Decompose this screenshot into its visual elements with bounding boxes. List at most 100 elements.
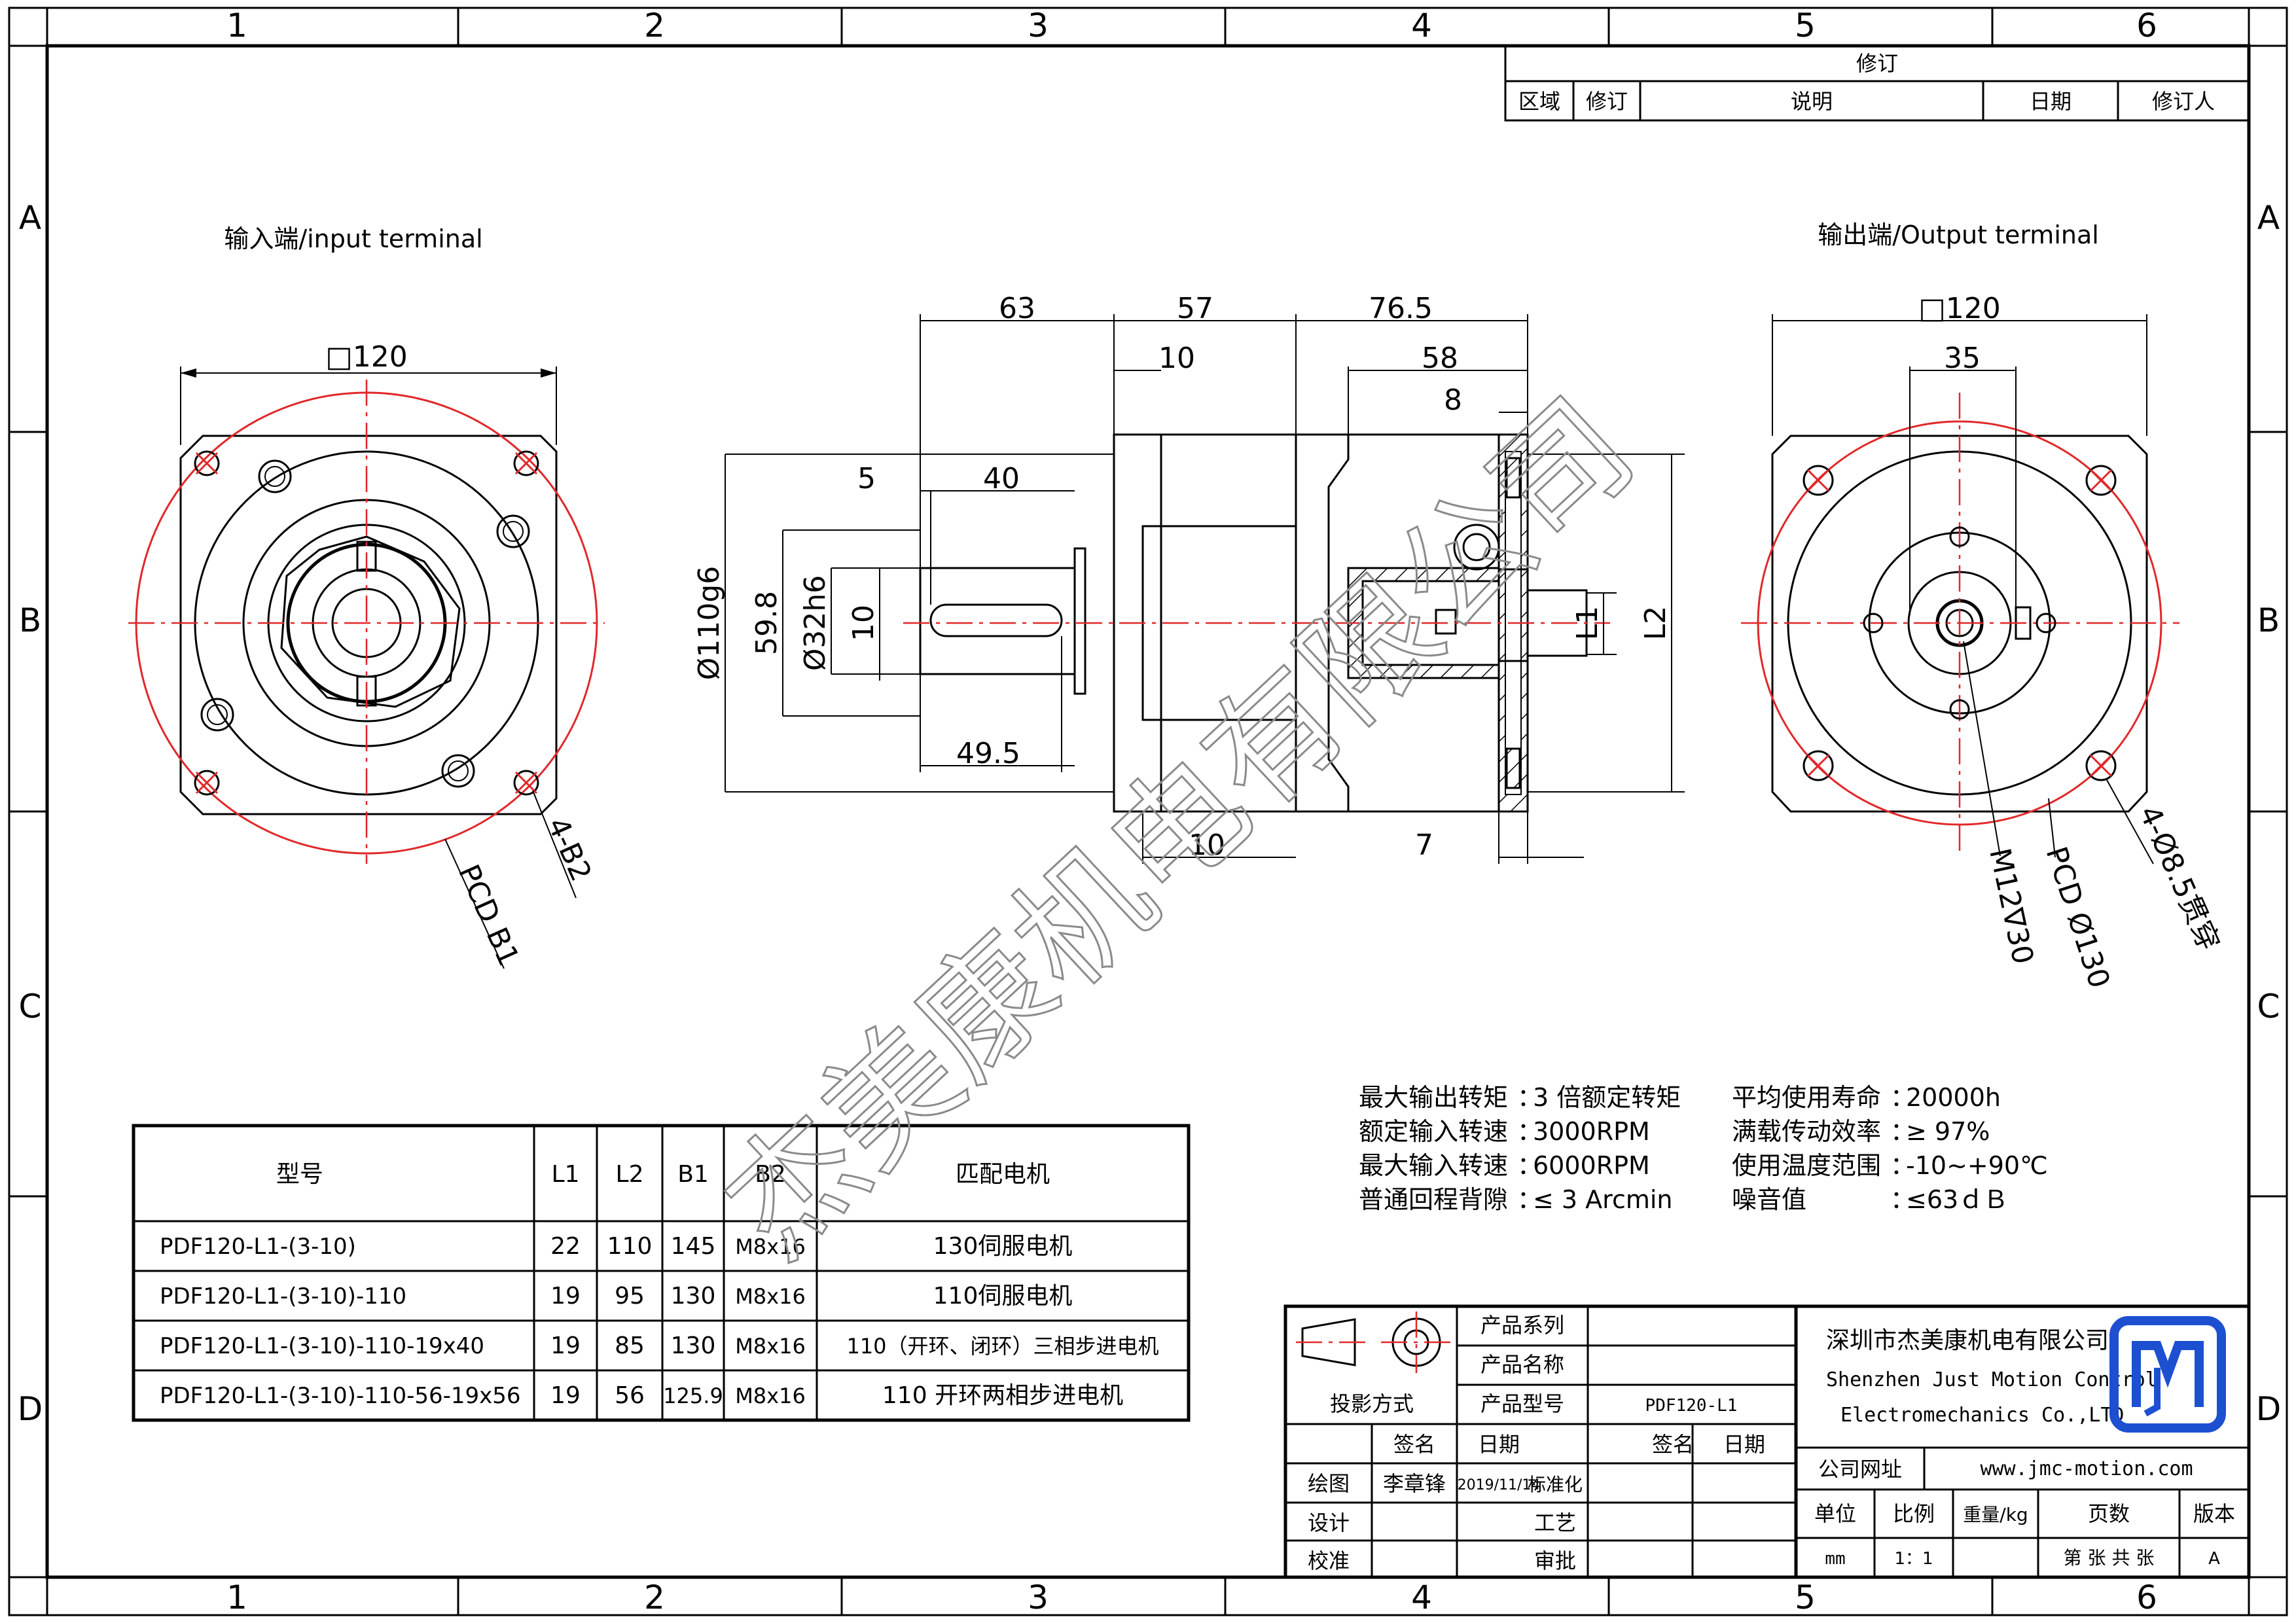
spec-label-1: 额定输入转速 (1359, 1117, 1508, 1146)
dim-76-5: 76.5 (1369, 292, 1433, 325)
spec-label-4: 平均使用寿命 (1732, 1083, 1881, 1112)
zone-col-4-bottom: 4 (1411, 1578, 1432, 1616)
input-square-dim: □120 (325, 340, 408, 374)
model-header-b2: B2 (755, 1161, 786, 1188)
model-row-1-model: PDF120-L1-(3-10)-110 (160, 1283, 406, 1310)
dim-40: 40 (983, 462, 1020, 495)
model-row-3-b2: M8x16 (735, 1383, 806, 1408)
side-section-view: 63 57 76.5 10 58 8 5 40 49.5 10 7 Ø110g6 (692, 292, 1685, 864)
tb-draw: 绘图 (1308, 1471, 1350, 1496)
tb-name-label: 产品名称 (1480, 1352, 1564, 1377)
spec-list: 最大输出转矩 ： 3 倍额定转矩 额定输入转速 ： 3000RPM 最大输入转速… (1359, 1083, 2048, 1214)
model-header-l2: L2 (616, 1161, 644, 1188)
zone-row-a: A (19, 199, 41, 237)
model-row-0-l1: 22 (550, 1233, 581, 1260)
tb-version: 版本 (2193, 1501, 2235, 1526)
spec-value-6: -10~+90℃ (1906, 1151, 2048, 1180)
model-row-2-l1: 19 (550, 1332, 581, 1359)
spec-colon-3: ： (1517, 1185, 1542, 1214)
zone-row-c-right: C (2257, 988, 2280, 1026)
spec-label-3: 普通回程背隙 (1359, 1185, 1508, 1214)
watermark: 杰美康机电有限公司 (696, 371, 1662, 1286)
dim-dia110: Ø110g6 (692, 566, 726, 681)
output-pcd-label: PCD Ø130 (2039, 843, 2117, 993)
spec-colon-6: ： (1890, 1151, 1915, 1180)
output-square-dim: □120 (1918, 292, 2001, 325)
spec-label-0: 最大输出转矩 (1359, 1083, 1508, 1112)
tb-model-label: 产品型号 (1480, 1391, 1564, 1416)
input-pcd-label: PCD B1 (452, 860, 526, 971)
model-row-1-b1: 130 (671, 1283, 716, 1310)
output-thread-label: M12∇30 (1982, 846, 2039, 967)
tb-check: 校准 (1308, 1548, 1350, 1573)
zone-col-6: 6 (2136, 7, 2157, 45)
zone-col-5: 5 (1795, 7, 1816, 45)
zone-col-3: 3 (1028, 7, 1049, 45)
model-table: 型号 L1 L2 B1 B2 匹配电机 PDF120-L1-(3-10) 22 … (132, 1124, 1191, 1422)
tb-date: 日期 (1478, 1432, 1520, 1457)
zone-col-1-bottom: 1 (226, 1578, 247, 1616)
spec-value-2: 6000RPM (1533, 1151, 1650, 1180)
revision-header-by: 修订人 (2152, 89, 2215, 114)
tb-company-en2: Electromechanics Co.,LTD (1840, 1404, 2124, 1427)
spec-label-6: 使用温度范围 (1732, 1151, 1881, 1180)
model-row-1-l1: 19 (550, 1283, 581, 1310)
output-mount-holes (1803, 465, 2117, 781)
zone-col-2-bottom: 2 (644, 1578, 665, 1616)
tb-drawer: 李章锋 (1383, 1471, 1446, 1496)
dim-key-10: 10 (847, 605, 880, 641)
tb-scale: 比例 (1893, 1501, 1935, 1526)
input-mount-holes (194, 450, 539, 796)
tb-web: www.jmc-motion.com (1980, 1457, 2193, 1480)
spec-value-3: ≤ 3 Arcmin (1533, 1185, 1673, 1214)
dim-l2: L2 (1639, 606, 1672, 641)
spec-label-5: 满载传动效率 (1732, 1117, 1881, 1146)
tb-date2: 日期 (1723, 1432, 1765, 1457)
model-header-b1: B1 (677, 1161, 709, 1188)
dim-49-5: 49.5 (956, 737, 1020, 770)
spec-label-2: 最大输入转速 (1359, 1151, 1508, 1180)
zone-labels: 1 2 3 4 5 6 1 2 3 4 5 6 A B C D A B C D (18, 7, 2282, 1616)
tb-projection: 投影方式 (1330, 1391, 1414, 1416)
zone-row-b: B (19, 601, 41, 639)
tb-standard: 标准化 (1528, 1474, 1583, 1495)
dim-57: 57 (1177, 292, 1213, 325)
model-row-0-b2: M8x16 (735, 1234, 806, 1259)
model-row-2-motor: 110（开环、闭环）三相步进电机 (846, 1334, 1158, 1359)
output-view-label: 输出端/Output terminal (1818, 221, 2099, 249)
revision-table: 修订 区域 修订 说明 日期 修订人 (1504, 45, 2250, 122)
tb-company-cn: 深圳市杰美康机电有限公司 (1826, 1327, 2109, 1354)
spec-label-7: 噪音值 (1732, 1185, 1806, 1214)
tb-pages: 页数 (2088, 1501, 2130, 1526)
tb-design: 设计 (1308, 1510, 1350, 1535)
dim-8: 8 (1444, 383, 1462, 417)
tb-company-en1: Shenzhen Just Motion Control (1826, 1368, 2157, 1391)
model-row-0-model: PDF120-L1-(3-10) (160, 1234, 356, 1260)
dim-7: 7 (1415, 829, 1433, 862)
zone-col-3-bottom: 3 (1028, 1578, 1049, 1616)
spec-value-5: ≥ 97% (1906, 1117, 1990, 1146)
zone-row-c: C (19, 988, 42, 1026)
spec-value-1: 3000RPM (1533, 1117, 1650, 1146)
spec-colon-7: ： (1890, 1185, 1915, 1214)
spec-colon-4: ： (1890, 1083, 1915, 1112)
tb-scale-value: 1：1 (1894, 1549, 1933, 1569)
tb-series-label: 产品系列 (1480, 1313, 1564, 1338)
dim-63: 63 (999, 292, 1035, 325)
zone-row-b-right: B (2257, 601, 2280, 639)
spec-colon-2: ： (1517, 1151, 1542, 1180)
revision-header-rev: 修订 (1586, 89, 1628, 114)
model-row-1-motor: 110伺服电机 (933, 1283, 1073, 1310)
output-holes-label: 4-Ø8.5贯穿 (2132, 801, 2226, 956)
zone-col-2: 2 (644, 7, 665, 45)
model-row-3-model: PDF120-L1-(3-10)-110-56-19x56 (160, 1383, 521, 1409)
model-row-0-b1: 145 (671, 1233, 716, 1260)
input-end-view: □120 PCD B1 4-B2 (128, 340, 605, 971)
spec-value-0: 3 倍额定转矩 (1533, 1083, 1681, 1112)
dim-58: 58 (1422, 342, 1458, 375)
model-row-3-b1: 125.9 (663, 1383, 723, 1408)
spec-colon-0: ： (1517, 1083, 1542, 1112)
output-d35-dim: 35 (1944, 342, 1981, 375)
tb-approve: 审批 (1534, 1548, 1576, 1573)
